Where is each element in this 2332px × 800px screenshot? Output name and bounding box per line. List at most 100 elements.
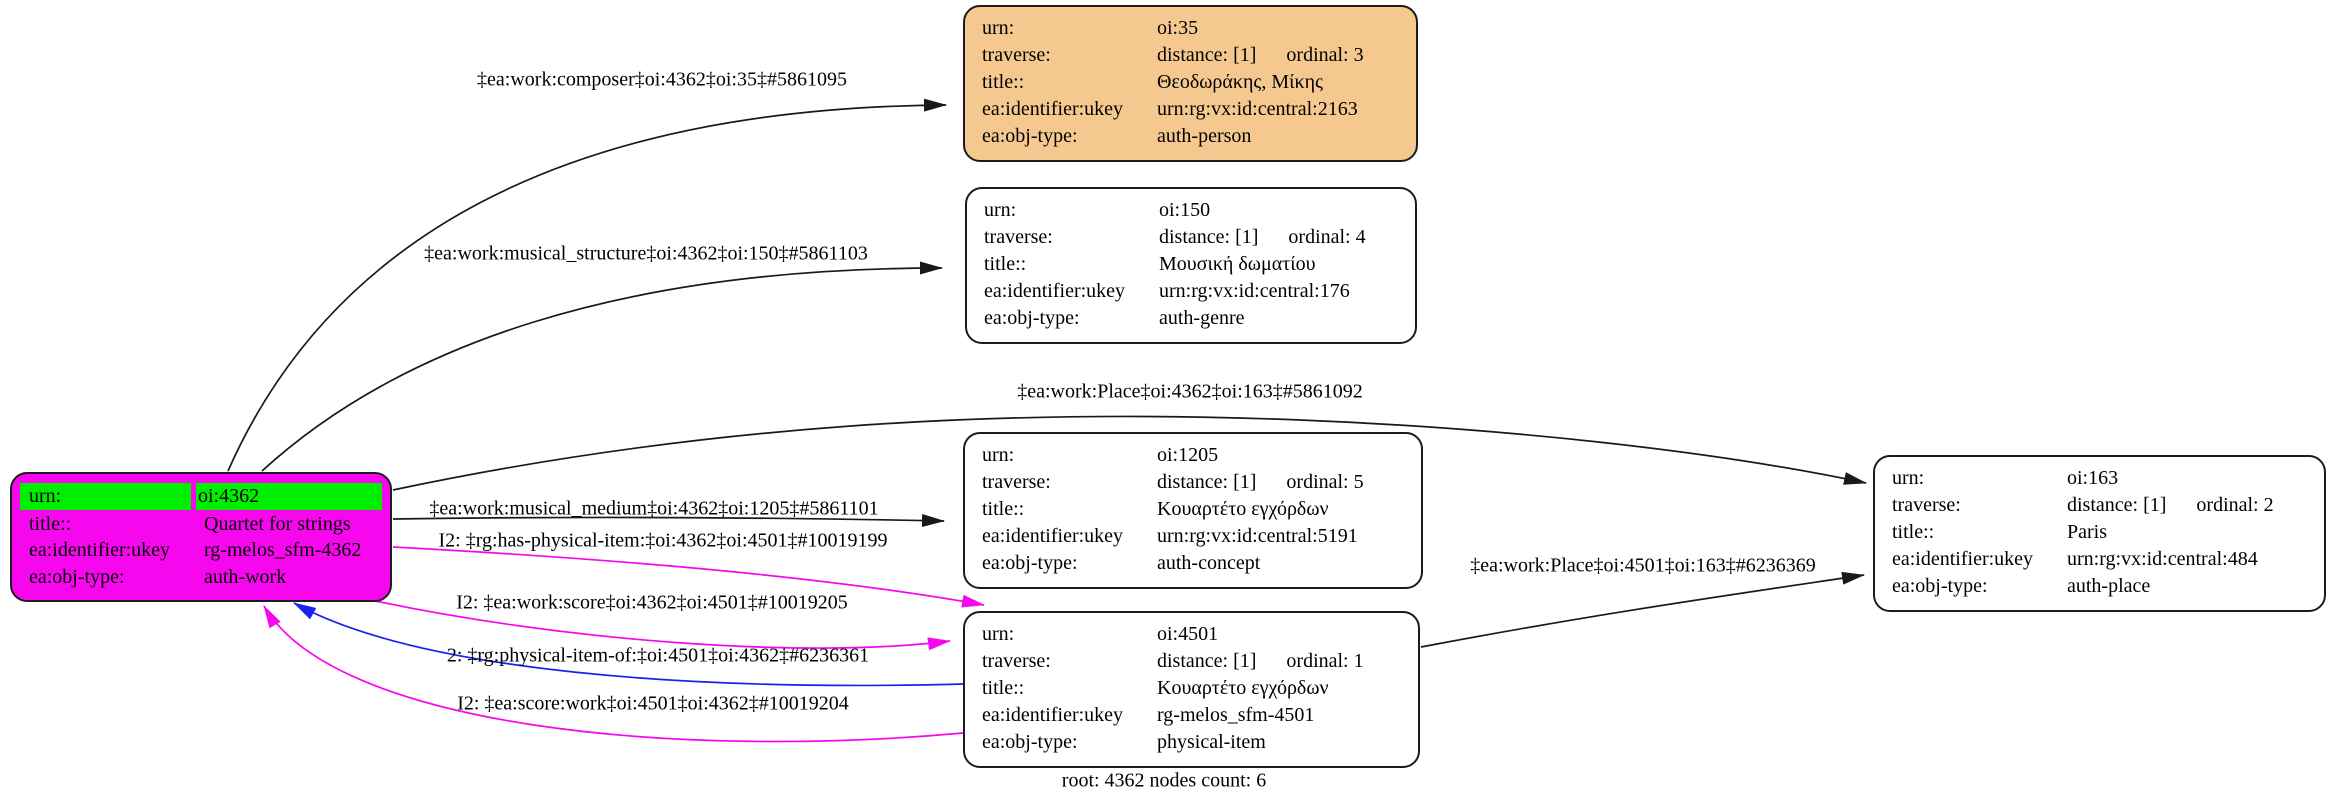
node-row-title: title:: Κουαρτέτο εγχόρδων (965, 496, 1421, 523)
node-row-identifier: ea:identifier:ukey urn:rg:vx:id:central:… (1875, 546, 2324, 573)
field-value: urn:rg:vx:id:central:484 (2067, 548, 2258, 570)
field-value: Μουσική δωματίου (1159, 253, 1316, 275)
node-row-identifier: ea:identifier:ukey rg-melos_sfm-4362 (12, 537, 390, 564)
edge-has-physical-item (392, 546, 985, 608)
field-value: Κουαρτέτο εγχόρδων (1157, 498, 1329, 520)
field-key: traverse: (1892, 494, 1961, 516)
field-value: oi:4501 (1157, 623, 1219, 645)
field-key: urn: (982, 623, 1015, 645)
field-key: ea:obj-type: (984, 307, 1080, 329)
node-oi4501: urn: oi:4501 traverse: distance: [1] ord… (963, 611, 1420, 768)
node-row-identifier: ea:identifier:ukey urn:rg:vx:id:central:… (967, 278, 1415, 305)
node-row-traverse: traverse: distance: [1] ordinal: 3 (965, 42, 1416, 69)
field-key: ea:obj-type: (982, 731, 1078, 753)
edge-work-musical-medium (392, 514, 945, 528)
node-row-traverse: traverse: distance: [1] ordinal: 1 (965, 648, 1418, 675)
node-row-urn: urn: oi:4501 (965, 621, 1418, 648)
field-key: urn: (982, 444, 1015, 466)
edge-label-work-score: I2: ‡ea:work:score‡oi:4362‡oi:4501‡#1001… (456, 591, 848, 614)
field-key: ea:obj-type: (982, 125, 1078, 147)
node-row-title: title:: Μουσική δωματίου (967, 251, 1415, 278)
node-row-objtype: ea:obj-type: auth-genre (967, 305, 1415, 332)
field-value: oi:163 (2067, 467, 2119, 489)
node-oi35: urn: oi:35 traverse: distance: [1] ordin… (963, 5, 1418, 162)
node-row-urn: urn: oi:163 (1875, 465, 2324, 492)
edge-physical-item-of (293, 602, 964, 687)
edge-label-work-musical-medium: ‡ea:work:musical_medium‡oi:4362‡oi:1205‡… (429, 497, 879, 520)
edge-label-physical-item-of: 2: ‡rg:physical-item-of:‡oi:4501‡oi:4362… (446, 644, 870, 667)
field-key: title:: (29, 512, 72, 535)
node-row-identifier: ea:identifier:ukey urn:rg:vx:id:central:… (965, 96, 1416, 123)
node-row-title: title:: Θεοδωράκης, Μίκης (965, 69, 1416, 96)
field-key: traverse: (982, 44, 1051, 66)
field-value: oi:150 (1159, 199, 1211, 221)
field-value: Κουαρτέτο εγχόρδων (1157, 677, 1329, 699)
node-row-urn: urn: oi:4362 (20, 482, 382, 511)
field-value: urn:rg:vx:id:central:2163 (1157, 98, 1358, 120)
node-row-identifier: ea:identifier:ukey rg-melos_sfm-4501 (965, 702, 1418, 729)
edge-label-work-place-4362: ‡ea:work:Place‡oi:4362‡oi:163‡#5861092 (1017, 380, 1363, 403)
field-key: traverse: (982, 471, 1051, 493)
field-key: ea:obj-type: (982, 552, 1078, 574)
node-row-traverse: traverse: distance: [1] ordinal: 2 (1875, 492, 2324, 519)
node-oi1205: urn: oi:1205 traverse: distance: [1] ord… (963, 432, 1423, 589)
node-row-urn: urn: oi:35 (965, 15, 1416, 42)
field-value: distance: [1] (1159, 226, 1259, 248)
field-value: rg-melos_sfm-4362 (204, 539, 362, 561)
field-value: Paris (2067, 521, 2107, 543)
node-row-title: title:: Paris (1875, 519, 2324, 546)
edge-label-work-composer: ‡ea:work:composer‡oi:4362‡oi:35‡#5861095 (477, 68, 847, 91)
node-row-traverse: traverse: distance: [1] ordinal: 5 (965, 469, 1421, 496)
field-value-ordinal: ordinal: 5 (1286, 471, 1364, 493)
edge-score-work (263, 605, 964, 743)
node-row-urn: urn: oi:1205 (965, 442, 1421, 469)
field-key: urn: (982, 17, 1015, 39)
field-value: Quartet for strings (204, 512, 351, 535)
field-value: urn:rg:vx:id:central:176 (1159, 280, 1350, 302)
field-value: auth-concept (1157, 552, 1261, 574)
field-value: auth-person (1157, 125, 1252, 147)
field-key: ea:obj-type: (29, 565, 125, 588)
field-value: physical-item (1157, 731, 1266, 753)
field-value: auth-work (204, 565, 287, 588)
field-value: oi:35 (1157, 17, 1199, 39)
edge-work-place-4362 (392, 415, 1867, 491)
field-value: auth-genre (1159, 307, 1245, 329)
field-key: traverse: (982, 650, 1051, 672)
node-row-urn: urn: oi:150 (967, 197, 1415, 224)
field-key: ea:identifier:ukey (982, 525, 1124, 547)
field-value: distance: [1] (1157, 471, 1257, 493)
field-key: title:: (982, 498, 1025, 520)
node-row-traverse: traverse: distance: [1] ordinal: 4 (967, 224, 1415, 251)
field-key: urn: (20, 483, 191, 510)
node-row-objtype: ea:obj-type: auth-work (12, 564, 390, 591)
field-key: title:: (982, 677, 1025, 699)
field-value: oi:4362 (196, 483, 382, 510)
field-value-ordinal: ordinal: 1 (1286, 650, 1364, 672)
field-key: title:: (1892, 521, 1935, 543)
graph-caption: root: 4362 nodes count: 6 (1061, 769, 1267, 792)
edge-work-place-4501 (1420, 571, 1865, 648)
field-value-ordinal: ordinal: 3 (1286, 44, 1364, 66)
node-oi163: urn: oi:163 traverse: distance: [1] ordi… (1873, 455, 2326, 612)
field-key: urn: (984, 199, 1017, 221)
edge-label-has-physical-item: I2: ‡rg:has-physical-item:‡oi:4362‡oi:45… (438, 529, 888, 552)
field-key: urn: (1892, 467, 1925, 489)
field-value: distance: [1] (1157, 650, 1257, 672)
node-oi150: urn: oi:150 traverse: distance: [1] ordi… (965, 187, 1417, 344)
edge-label-score-work: I2: ‡ea:score:work‡oi:4501‡oi:4362‡#1001… (457, 692, 849, 715)
node-row-objtype: ea:obj-type: auth-person (965, 123, 1416, 150)
field-key: title:: (984, 253, 1027, 275)
field-value: distance: [1] (1157, 44, 1257, 66)
field-value: distance: [1] (2067, 494, 2167, 516)
field-key: traverse: (984, 226, 1053, 248)
field-key: ea:identifier:ukey (984, 280, 1126, 302)
field-key: ea:identifier:ukey (982, 98, 1124, 120)
field-value: oi:1205 (1157, 444, 1219, 466)
node-row-objtype: ea:obj-type: physical-item (965, 729, 1418, 756)
edge-label-work-musical-structure: ‡ea:work:musical_structure‡oi:4362‡oi:15… (424, 242, 868, 265)
node-row-title: title:: Quartet for strings (12, 511, 390, 538)
field-value-ordinal: ordinal: 4 (1288, 226, 1366, 248)
field-value: auth-place (2067, 575, 2151, 597)
